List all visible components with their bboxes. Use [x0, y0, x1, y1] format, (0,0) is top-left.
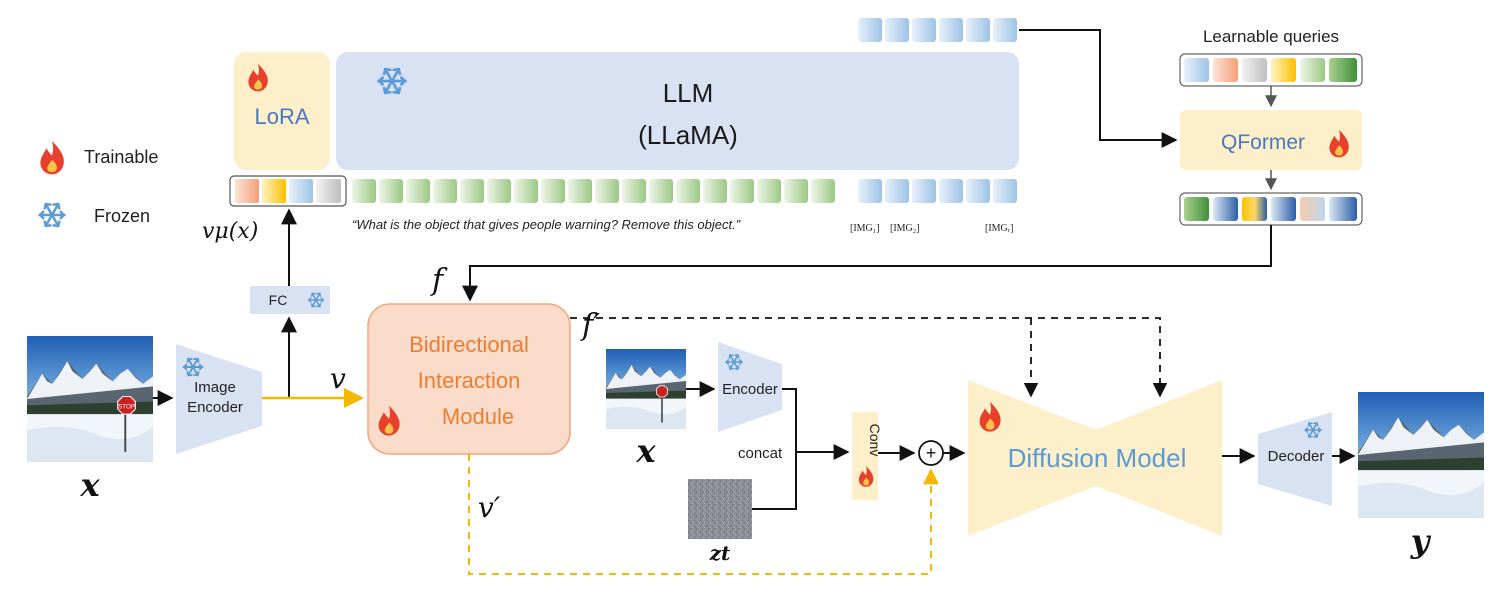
- flame-icon: [40, 141, 64, 175]
- arrow-v-prime: [468, 454, 939, 575]
- decoder-block: Decoder: [1258, 412, 1332, 506]
- plus-label: +: [926, 443, 937, 463]
- z-t-label: zt: [709, 541, 731, 565]
- conv-block: Conv: [852, 412, 883, 500]
- x-input-label: x: [79, 466, 100, 504]
- bim-block: Bidirectional Interaction Module: [367, 303, 571, 455]
- qformer-label: QFormer: [1221, 131, 1305, 154]
- prompt-text: “What is the object that gives people wa…: [352, 217, 741, 232]
- image-encoder-label-2: Encoder: [187, 399, 243, 416]
- lora-label: LoRA: [254, 104, 309, 129]
- v-mu-label: vμ(x): [202, 219, 258, 244]
- snowflake-icon: [38, 202, 66, 228]
- diffusion-model-block: Diffusion Model: [968, 380, 1222, 536]
- noise-image: [688, 479, 752, 539]
- image-encoder: Image Encoder: [176, 344, 262, 454]
- legend: Trainable Frozen: [38, 141, 158, 228]
- llm-output-tokens: [858, 18, 1017, 42]
- f-prime-label: f′: [580, 308, 600, 343]
- bim-label-2: Interaction: [418, 368, 521, 393]
- img2-token-label: [IMG₂]: [890, 223, 920, 234]
- fc-label: FC: [269, 292, 288, 308]
- bim-label-3: Module: [442, 404, 514, 429]
- encoder-label: Encoder: [722, 381, 778, 398]
- decoder-label: Decoder: [1268, 448, 1325, 465]
- input-image: STOP: [27, 336, 153, 462]
- v-label: v: [330, 362, 346, 395]
- fc-block: FC: [250, 286, 330, 314]
- qformer-box: [1180, 110, 1362, 170]
- svg-text:STOP: STOP: [118, 403, 135, 410]
- concat-label: concat: [738, 445, 783, 462]
- qformer-block: Learnable queries QFormer: [1179, 27, 1363, 226]
- f-label: f: [430, 263, 448, 298]
- v-mu-text: vμ(x): [202, 219, 258, 244]
- encoder-block: Encoder: [718, 342, 782, 432]
- conv-label: Conv: [867, 424, 883, 457]
- llm-input-tokens: [229, 175, 1017, 207]
- mid-image: [606, 349, 686, 429]
- image-encoder-label-1: Image: [194, 379, 236, 396]
- legend-trainable: Trainable: [84, 147, 158, 167]
- v-prime-label: v′: [478, 491, 501, 524]
- z-t-text: zt: [709, 541, 731, 565]
- llm-block: LoRA LLM (LLaMA): [234, 52, 1019, 170]
- llm-subtitle: (LLaMA): [638, 120, 738, 150]
- arrow-llm-to-qformer: [1019, 29, 1176, 141]
- img1-token-label: [IMG₁]: [850, 223, 880, 234]
- diffusion-label: Diffusion Model: [1008, 443, 1187, 473]
- concat-lines: [752, 388, 797, 510]
- bim-label-1: Bidirectional: [409, 332, 529, 357]
- imgr-token-label: [IMGᵣ]: [985, 223, 1013, 234]
- img-tokens: [858, 179, 1017, 203]
- llm-title: LLM: [663, 78, 714, 108]
- x-mid-label: x: [635, 432, 656, 470]
- y-output-label: y: [1410, 522, 1432, 560]
- plus-node: +: [918, 440, 944, 466]
- learnable-queries-label: Learnable queries: [1203, 27, 1339, 46]
- legend-frozen: Frozen: [94, 206, 150, 226]
- output-image: [1358, 392, 1484, 518]
- arrow-qformer-to-bim: [462, 225, 1272, 302]
- text-tokens: [352, 179, 835, 203]
- llm-box: [336, 52, 1019, 170]
- arrow-f-prime-1: [570, 317, 1168, 398]
